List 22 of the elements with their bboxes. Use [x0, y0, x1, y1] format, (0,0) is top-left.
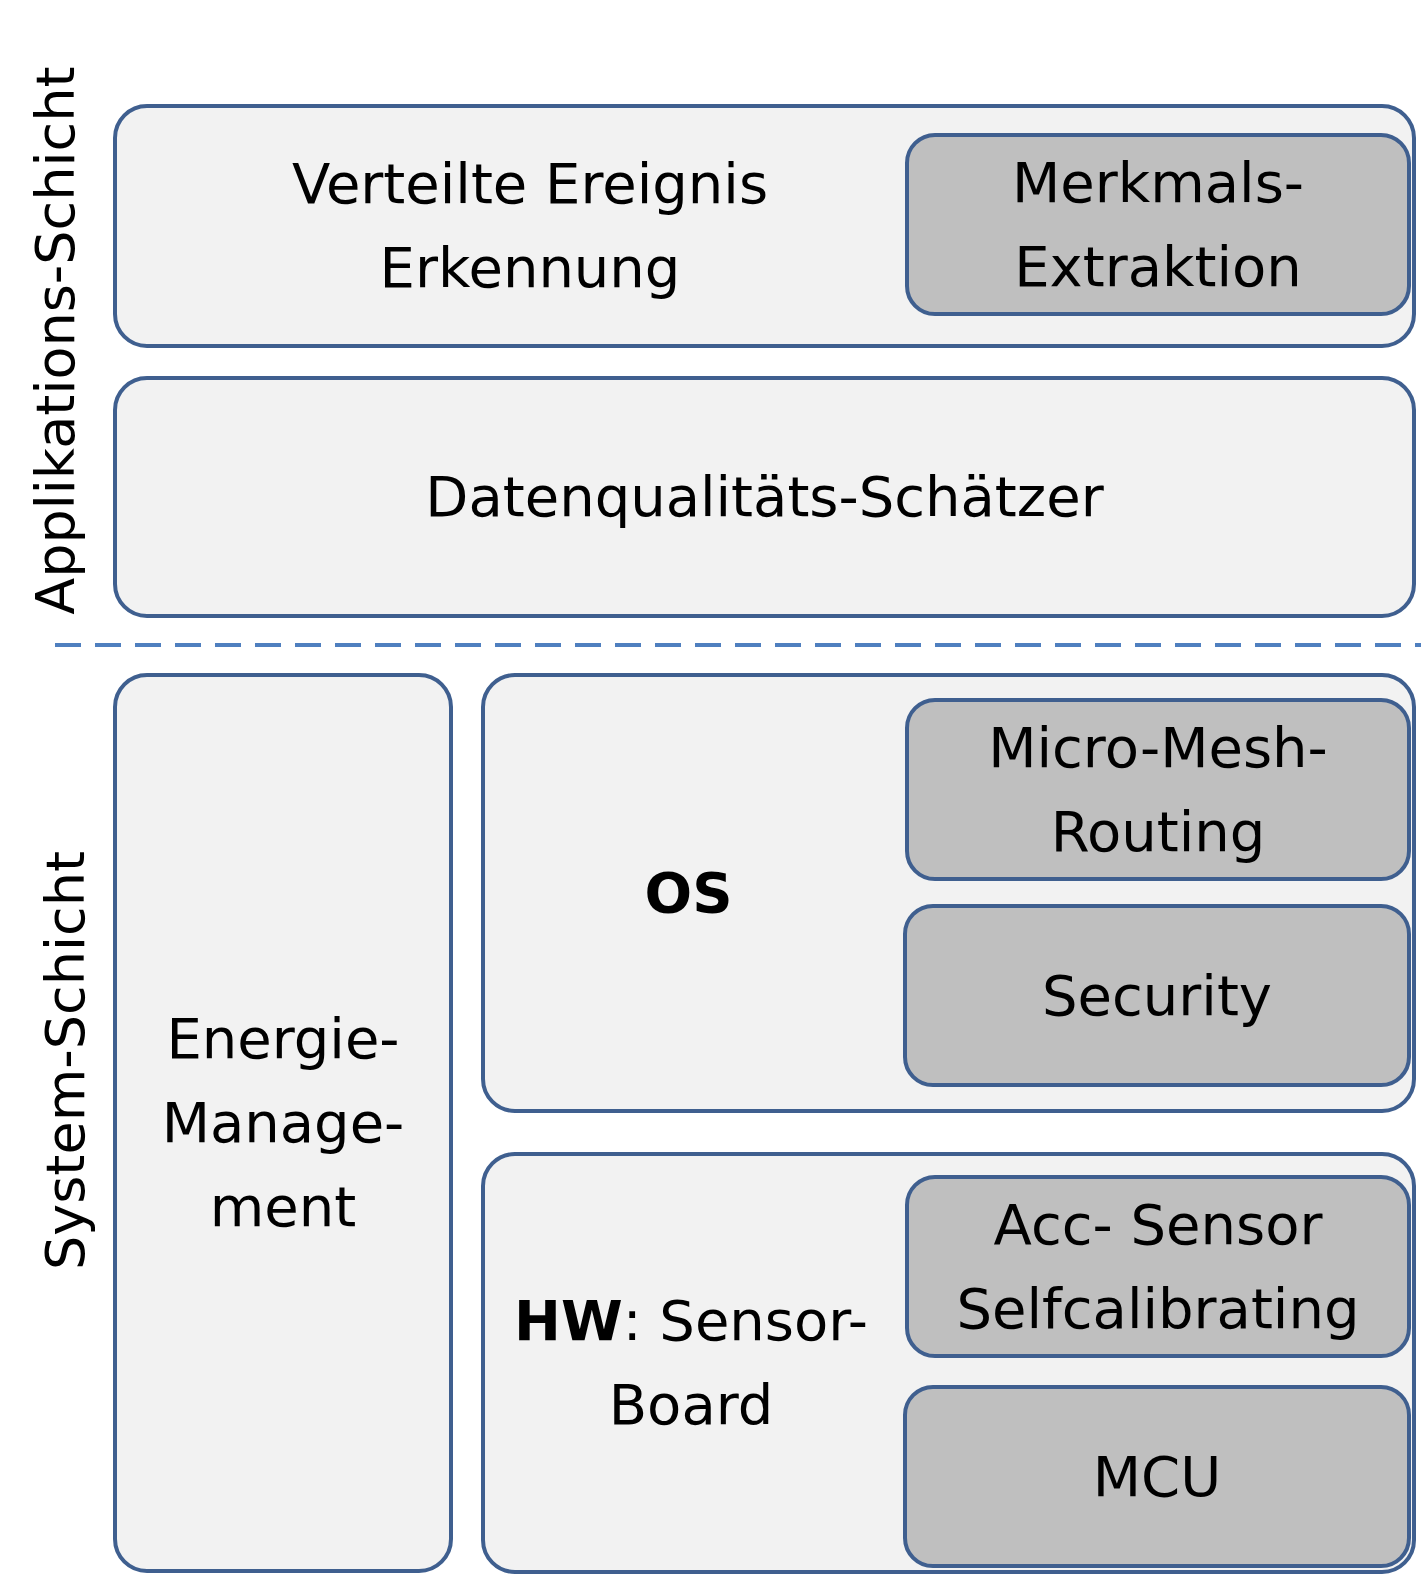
layer-label: Security: [1042, 961, 1272, 1030]
layer-title: System-Schicht: [33, 850, 97, 1270]
layer-label: HW: Sensor-Board: [513, 1287, 869, 1439]
module-box: [903, 1385, 1411, 1568]
module-box: [905, 1175, 1411, 1358]
layer-label: MCU: [1092, 1442, 1222, 1511]
layer-box: [481, 673, 1416, 1113]
module-box: [905, 698, 1411, 881]
layer-box: [113, 673, 453, 1573]
layer-box: [481, 1152, 1416, 1574]
layer-label: Datenqualitäts-Schätzer: [425, 463, 1104, 531]
layer-label: Merkmals-Extraktion: [1011, 148, 1305, 301]
layer-title: Applikations-Schicht: [23, 65, 87, 615]
module-box: [903, 904, 1411, 1087]
layer-box: [113, 104, 1416, 348]
layer-label: Verteilte Ereignis Erkennung: [290, 150, 770, 302]
layer-label: Micro-Mesh-Routing: [987, 713, 1329, 866]
layer-label: OS: [643, 859, 734, 927]
layer-label: Energie-Manage-ment: [160, 1005, 406, 1241]
layer-label: Acc- Sensor Selfcalibrating: [955, 1190, 1361, 1343]
module-box: [905, 133, 1411, 316]
layer-box: [113, 376, 1416, 618]
